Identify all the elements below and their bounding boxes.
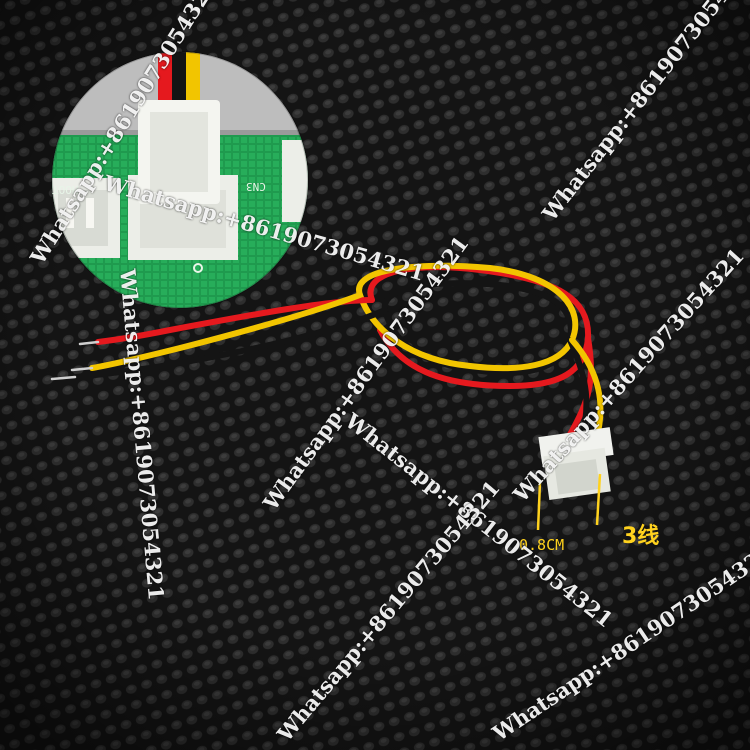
pcb-connector-left [52,178,120,258]
wire-harness [50,262,604,443]
wire-yellow-tail [89,292,363,371]
wire-black-tail [72,307,388,380]
dimension-label: 0.8CM [519,536,565,554]
wire-yellow-loop [356,262,579,372]
wire-red-drop [565,335,594,441]
pcb-connector-center [128,52,238,260]
harness-connector [538,427,614,500]
pcb-connector-right [282,140,308,222]
dimension-marker [536,473,602,531]
pcb-label-right: CN3 [246,180,266,193]
wire-count-label: 3线 [622,524,660,549]
wire-black-drop [567,337,590,441]
